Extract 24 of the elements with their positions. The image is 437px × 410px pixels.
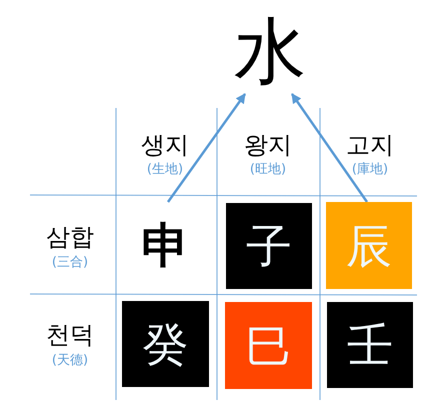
row-subheader: (天德): [52, 354, 88, 367]
character-tile: [326, 202, 412, 289]
arrow: [166, 93, 246, 203]
column-subheader: (旺地): [250, 163, 286, 176]
hanja-character: 水: [234, 15, 306, 87]
character-tile: [327, 302, 413, 388]
arrow: [290, 93, 368, 203]
hanja-character: 癸: [142, 321, 188, 367]
column-header: 생지: [141, 133, 189, 157]
character-tile: [225, 302, 312, 389]
column-header: 왕지: [244, 133, 292, 157]
hanja-character: 子: [246, 223, 292, 269]
hanja-character: 壬: [347, 322, 393, 368]
row-subheader: (三合): [52, 256, 88, 269]
row-header: 천덕: [46, 323, 94, 347]
column-subheader: (生地): [146, 163, 184, 176]
hanja-character: 辰: [346, 222, 392, 268]
hanja-character: 巳: [246, 322, 292, 368]
column-subheader: (庫地): [352, 163, 388, 176]
character-tile: [226, 203, 312, 289]
column-header: 고지: [346, 133, 394, 157]
hanja-character: 申: [142, 222, 190, 270]
character-tile: [122, 301, 209, 387]
row-header: 삼합: [46, 225, 94, 249]
